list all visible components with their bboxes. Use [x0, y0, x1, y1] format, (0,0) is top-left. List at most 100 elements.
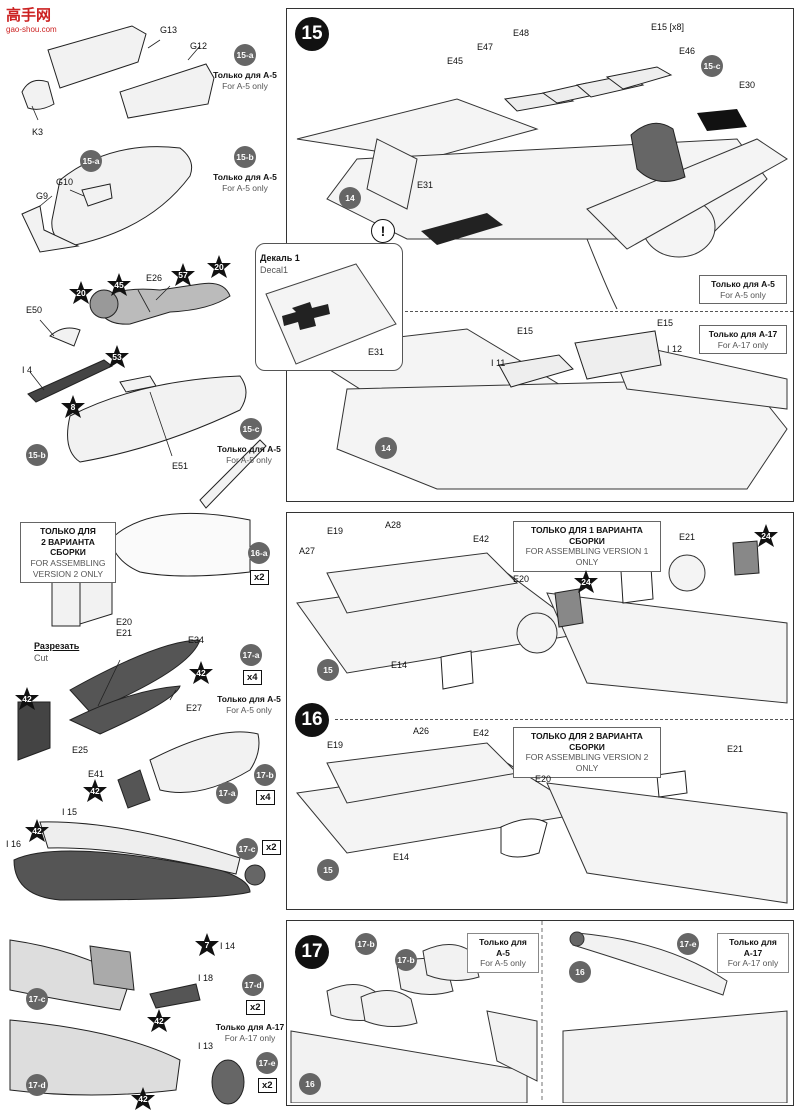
part-label-e14-v1: E14 [391, 660, 408, 670]
box-ru: Только для А-17 [729, 937, 777, 958]
note-a5-only-2: Только для А-5 For A-5 only [208, 172, 282, 193]
a5-only-box-17: Только для А-5 For A-5 only [467, 933, 539, 973]
step-16-number: 16 [295, 703, 329, 737]
part-label-e47: E47 [477, 42, 494, 52]
version2-box-left: ТОЛЬКО ДЛЯ 2 ВАРИАНТА СБОРКИ FOR ASSEMBL… [20, 522, 116, 584]
subassembly-16-a: 16 [299, 1073, 321, 1095]
part-label-e20-v2: E20 [535, 774, 552, 784]
part-label-e15-left: E15 [517, 326, 534, 336]
part-label-e30: E30 [739, 80, 756, 90]
box-en: For A-5 only [720, 289, 766, 300]
box-ru: Только для А-17 [708, 329, 778, 339]
part-label-g12: G12 [190, 41, 208, 51]
star-number: 42 [196, 668, 206, 678]
paint-star-24-a: 24 [753, 523, 779, 549]
substep-17b-badge: 17-b [254, 764, 276, 786]
part-label-e42-v2: E42 [473, 728, 490, 738]
a5-only-box: Только для А-5 For A-5 only [699, 275, 787, 305]
star-number: 42 [90, 786, 100, 796]
decal-callout: Декаль 1 Decal1 E31 [255, 243, 403, 371]
substep-15c-ref: 15-c [701, 55, 723, 77]
box-ru: Только для А-5 [711, 279, 775, 289]
note-ru: Только для А-17 [215, 1022, 285, 1032]
part-label-e14-v2: E14 [393, 852, 410, 862]
part-label-e20-cut: E20 [116, 617, 133, 627]
step-15-number: 15 [295, 17, 329, 51]
part-label-e20-v1: E20 [513, 574, 530, 584]
substep-17c-badge: 17-c [236, 838, 258, 860]
paint-star-20-b: 20 [206, 254, 232, 280]
star-number: 8 [70, 402, 76, 412]
note-en: For A-5 only [226, 454, 272, 465]
part-label-e21-cut: E21 [116, 628, 133, 638]
multiplier-17c: x2 [262, 840, 281, 855]
part-label-e21-v2: E21 [727, 744, 744, 754]
part-label-g10: G10 [56, 177, 74, 187]
paint-star-42-d: 42 [24, 818, 50, 844]
box-ru: Только для А-5 [479, 937, 527, 958]
substep-17b-ref-a: 17-b [355, 933, 377, 955]
part-label-e26: E26 [146, 273, 163, 283]
note-a5-only-3: Только для А-5 For A-5 only [214, 444, 284, 465]
variant-divider [405, 311, 793, 312]
part-label-e41: E41 [88, 769, 105, 779]
subassembly-16-b: 16 [569, 961, 591, 983]
note-ru: Только для А-5 [213, 172, 277, 182]
substep-17d-ref: 17-d [26, 1074, 48, 1096]
part-label-i13: I 13 [198, 1041, 214, 1051]
part-label-e50: E50 [26, 305, 43, 315]
star-number: 57 [178, 270, 188, 280]
star-number: 42 [22, 694, 32, 704]
paint-star-42-e: 42 [146, 1008, 172, 1034]
part-label-i11: I 11 [491, 358, 506, 368]
paint-star-8: 8 [60, 394, 86, 420]
part-label-e25: E25 [72, 745, 89, 755]
substep-15b-badge: 15-b [234, 146, 256, 168]
step-16-panel: ТОЛЬКО ДЛЯ 1 ВАРИАНТА СБОРКИ FOR ASSEMBL… [286, 512, 794, 910]
a17-only-box: Только для А-17 For A-17 only [699, 325, 787, 355]
part-label-a28: A28 [385, 520, 402, 530]
version2-ru1: ТОЛЬКО ДЛЯ [40, 526, 96, 536]
part-label-e27: E27 [186, 703, 203, 713]
substep-17b-ref-b: 17-b [395, 949, 417, 971]
substep-15a-ref: 15-a [80, 150, 102, 172]
part-label-e46: E46 [679, 46, 696, 56]
star-number: 42 [154, 1016, 164, 1026]
subassembly-15-b: 15 [317, 859, 339, 881]
box-en: FOR ASSEMBLING VERSION 2 ONLY [525, 752, 649, 773]
part-label-e19-v1: E19 [327, 526, 344, 536]
star-number: 20 [76, 288, 86, 298]
cut-label-ru: Разрезать [34, 641, 80, 651]
version-divider [335, 719, 793, 720]
box-en: For A-17 only [727, 958, 779, 969]
part-label-e15-right: E15 [657, 318, 674, 328]
decal-part-e31: E31 [368, 347, 385, 357]
substep-15a-badge: 15-a [234, 44, 256, 66]
note-a5-only-4: Только для А-5 For A-5 only [214, 694, 284, 715]
note-a17-only-left: Только для А-17 For A-17 only [214, 1022, 286, 1043]
part-label-k3: K3 [32, 127, 44, 137]
part-label-a27: A27 [299, 546, 316, 556]
part-label-e15x8: E15 [x8] [651, 22, 685, 32]
paint-star-45: 45 [106, 272, 132, 298]
step-17-panel: 17 17-b 17-b Только для А-5 For A-5 only… [286, 920, 794, 1106]
multiplier-16a: x2 [250, 570, 269, 585]
a17-only-box-17: Только для А-17 For A-17 only [717, 933, 789, 973]
substep-17c-ref: 17-c [26, 988, 48, 1010]
part-label-a26: A26 [413, 726, 430, 736]
paint-star-53: 53 [104, 344, 130, 370]
step-16-illustration [296, 540, 788, 904]
multiplier-17b: x4 [256, 790, 275, 805]
part-label-i12: I 12 [667, 344, 683, 354]
star-number: 24 [761, 531, 771, 541]
part-label-e19-v2: E19 [327, 740, 344, 750]
step-17-illustration [290, 921, 788, 1103]
watermark-logo: 高手网 gao-shou.com [6, 4, 57, 34]
star-number: 45 [114, 280, 124, 290]
paint-star-42-c: 42 [82, 778, 108, 804]
version1-box: ТОЛЬКО ДЛЯ 1 ВАРИАНТА СБОРКИ FOR ASSEMBL… [513, 521, 661, 572]
part-label-e34: E34 [188, 635, 205, 645]
part-label-e51: E51 [172, 461, 189, 471]
star-number: 24 [581, 577, 591, 587]
star-number: 42 [32, 826, 42, 836]
